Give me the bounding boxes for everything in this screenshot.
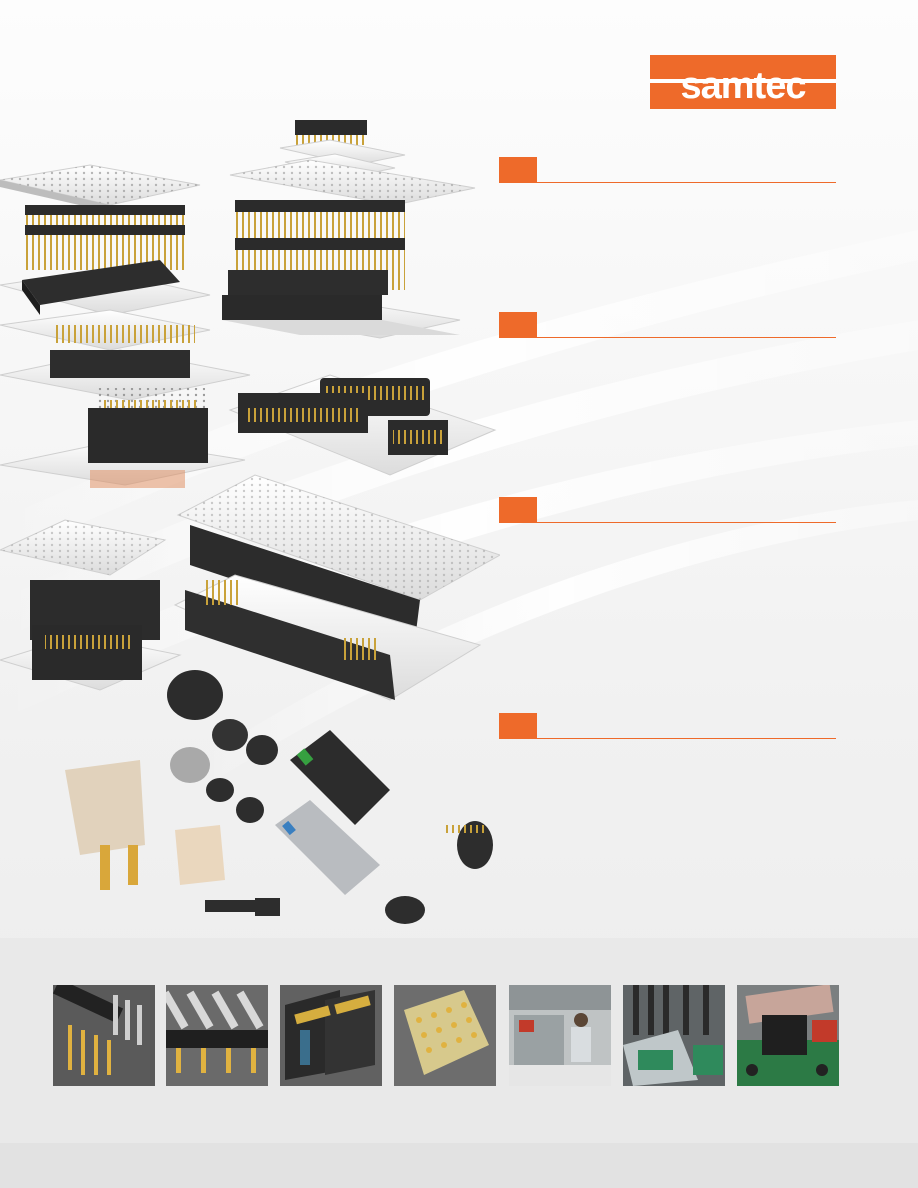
connector-collage-illustration [0, 120, 500, 924]
thumbnail-5 [509, 985, 611, 1086]
samtec-logo: samtec [650, 55, 836, 109]
power-connector-photo [280, 985, 382, 1086]
section-marker-3 [499, 497, 836, 523]
left-board-stack [0, 164, 251, 488]
section-marker-1 [499, 157, 836, 183]
section-marker-4 [499, 713, 836, 739]
section-4-rule [537, 738, 836, 739]
footer-strip [0, 1143, 918, 1188]
section-marker-2 [499, 312, 836, 338]
section-3-rule [537, 522, 836, 523]
thumbnail-6 [623, 985, 725, 1086]
thumbnail-2 [166, 985, 268, 1086]
right-angle-header-photo [53, 985, 155, 1086]
section-3-tab [499, 497, 537, 523]
section-1-rule [537, 182, 836, 183]
circular-connectors [65, 670, 493, 924]
thumbnail-3 [280, 985, 382, 1086]
logo-text: samtec [681, 65, 807, 107]
section-2-tab [499, 312, 537, 338]
power-connector-boards [0, 474, 500, 701]
right-board-stack [222, 120, 497, 476]
assembly-machine-photo [623, 985, 725, 1086]
section-2-rule [537, 337, 836, 338]
pcb-test-fixture-photo [737, 985, 839, 1086]
factory-worker-photo [509, 985, 611, 1086]
section-4-tab [499, 713, 537, 739]
thumbnail-1 [53, 985, 155, 1086]
pin-array-photo [394, 985, 496, 1086]
thumbnail-7 [737, 985, 839, 1086]
terminal-strip-photo [166, 985, 268, 1086]
thumbnail-4 [394, 985, 496, 1086]
section-1-tab [499, 157, 537, 183]
